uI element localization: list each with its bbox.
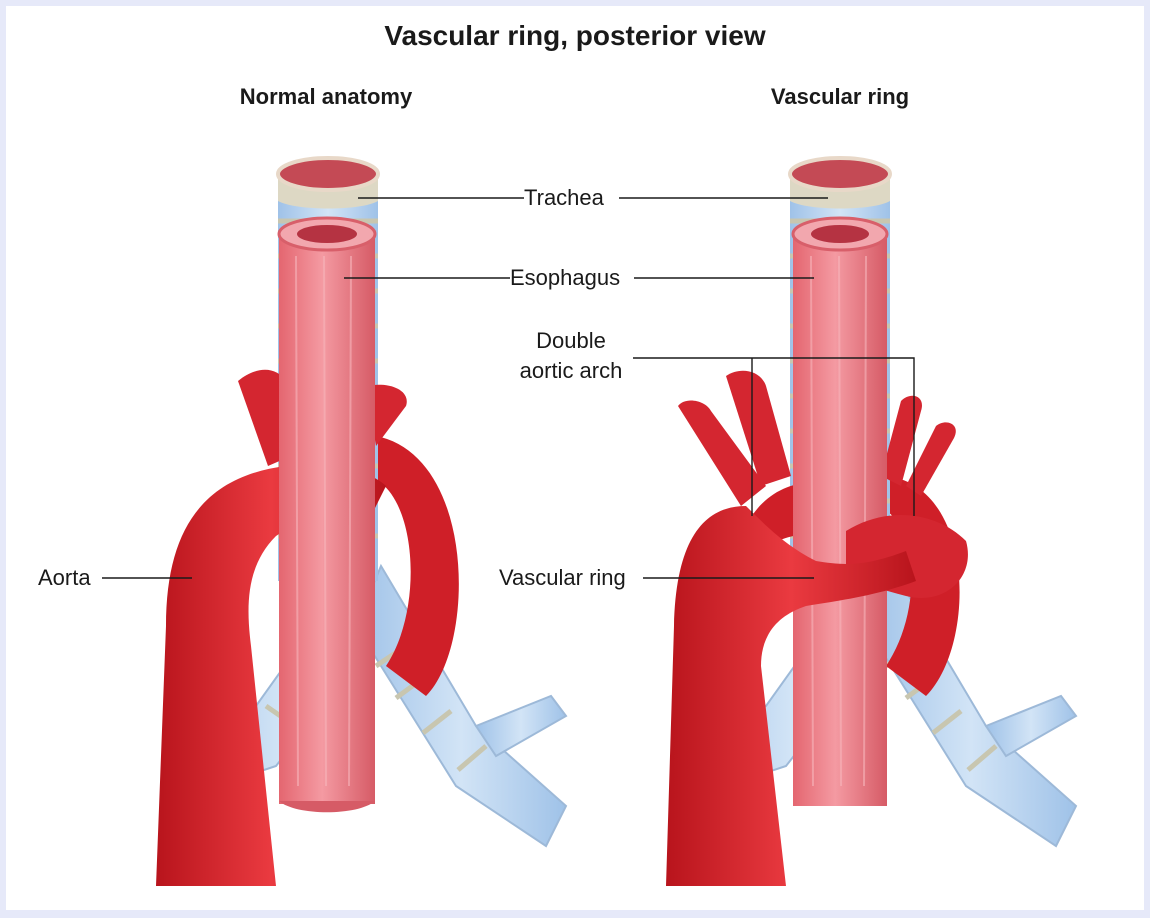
vascular-ring-label: Vascular ring <box>499 563 626 593</box>
aorta-label: Aorta <box>38 563 91 593</box>
esophagus-left-panel <box>279 218 375 812</box>
vascular-ring-drawing <box>666 158 1076 886</box>
anatomy-illustration <box>6 6 1144 910</box>
normal-anatomy-drawing <box>156 158 566 886</box>
figure-title: Vascular ring, posterior view <box>6 20 1144 52</box>
double-aortic-arch-label: Double aortic arch <box>511 326 631 386</box>
esophagus-label: Esophagus <box>510 263 620 293</box>
trachea-label: Trachea <box>524 183 604 213</box>
figure-frame: Vascular ring, posterior view Normal ana… <box>6 6 1144 910</box>
vascular-ring-heading: Vascular ring <box>690 84 990 110</box>
normal-anatomy-heading: Normal anatomy <box>176 84 476 110</box>
